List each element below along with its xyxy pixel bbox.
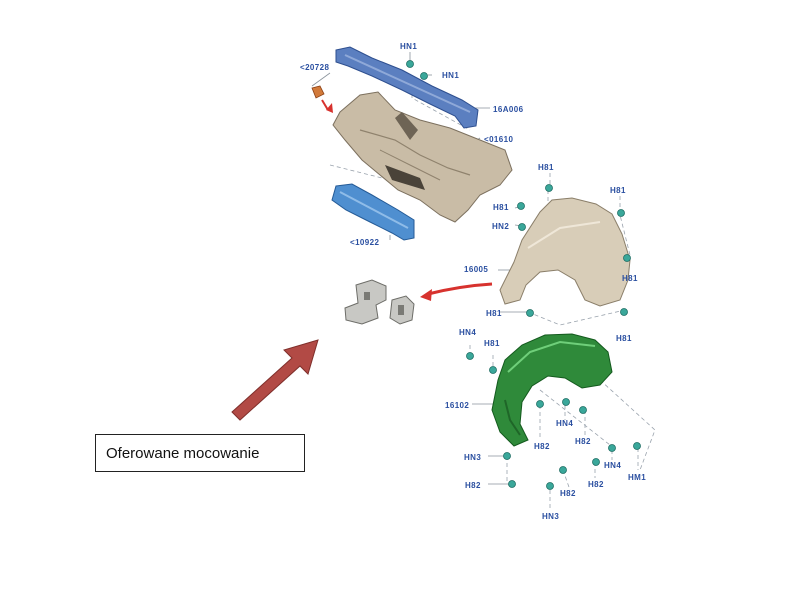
label-h81: H81 xyxy=(484,339,500,348)
apron-panel xyxy=(332,91,513,223)
label-hn4: HN4 xyxy=(604,461,621,470)
caption-text: Oferowane mocowanie xyxy=(106,444,260,462)
apron-detail xyxy=(359,129,471,176)
label-h82: H82 xyxy=(534,442,550,451)
reinforcement-highlight xyxy=(339,191,409,229)
label-h81: H81 xyxy=(486,309,502,318)
label-hn2: HN2 xyxy=(492,222,509,231)
label-01610: <01610 xyxy=(484,135,513,144)
fender-part xyxy=(499,197,631,307)
small-arrow xyxy=(321,99,329,111)
label-10922: <10922 xyxy=(350,238,379,247)
label-16005: 16005 xyxy=(464,265,488,274)
apron-detail xyxy=(379,149,441,181)
label-h81: H81 xyxy=(538,163,554,172)
crossmember-highlight xyxy=(344,54,471,113)
liner-highlight xyxy=(507,340,596,373)
label-h81: H81 xyxy=(616,334,632,343)
part-labels: <20728 HN1 HN1 16A006 <01610 <10922 H81 … xyxy=(300,42,646,521)
label-hn1: HN1 xyxy=(400,42,417,51)
label-16102: 16102 xyxy=(445,401,469,410)
apron-hole xyxy=(395,112,418,140)
small-bracket-part xyxy=(311,85,325,99)
label-h81: H81 xyxy=(622,274,638,283)
label-h82: H82 xyxy=(575,437,591,446)
label-hn4: HN4 xyxy=(459,328,476,337)
label-h82: H82 xyxy=(465,481,481,490)
label-hn3: HN3 xyxy=(464,453,481,462)
pointer-arrow xyxy=(427,282,493,296)
label-hn3: HN3 xyxy=(542,512,559,521)
offered-mount-arrow xyxy=(231,339,319,421)
fender-highlight xyxy=(527,221,601,249)
clips xyxy=(406,60,641,490)
mount-brackets xyxy=(344,279,415,325)
wheel-liner-part xyxy=(491,333,613,447)
liner-shadow xyxy=(504,399,521,436)
label-hm1: HM1 xyxy=(628,473,646,482)
label-16a006: 16A006 xyxy=(493,105,524,114)
label-20728: <20728 xyxy=(300,63,329,72)
label-h81: H81 xyxy=(493,203,509,212)
reinforcement-part xyxy=(331,183,415,241)
label-hn1: HN1 xyxy=(442,71,459,80)
label-h81: H81 xyxy=(610,186,626,195)
label-hn4: HN4 xyxy=(556,419,573,428)
label-h82: H82 xyxy=(588,480,604,489)
caption-box: Oferowane mocowanie xyxy=(95,434,305,472)
label-h82: H82 xyxy=(560,489,576,498)
small-arrow-head xyxy=(326,103,333,113)
apron-shadow xyxy=(385,165,425,190)
pointer-arrow-head xyxy=(420,289,432,301)
